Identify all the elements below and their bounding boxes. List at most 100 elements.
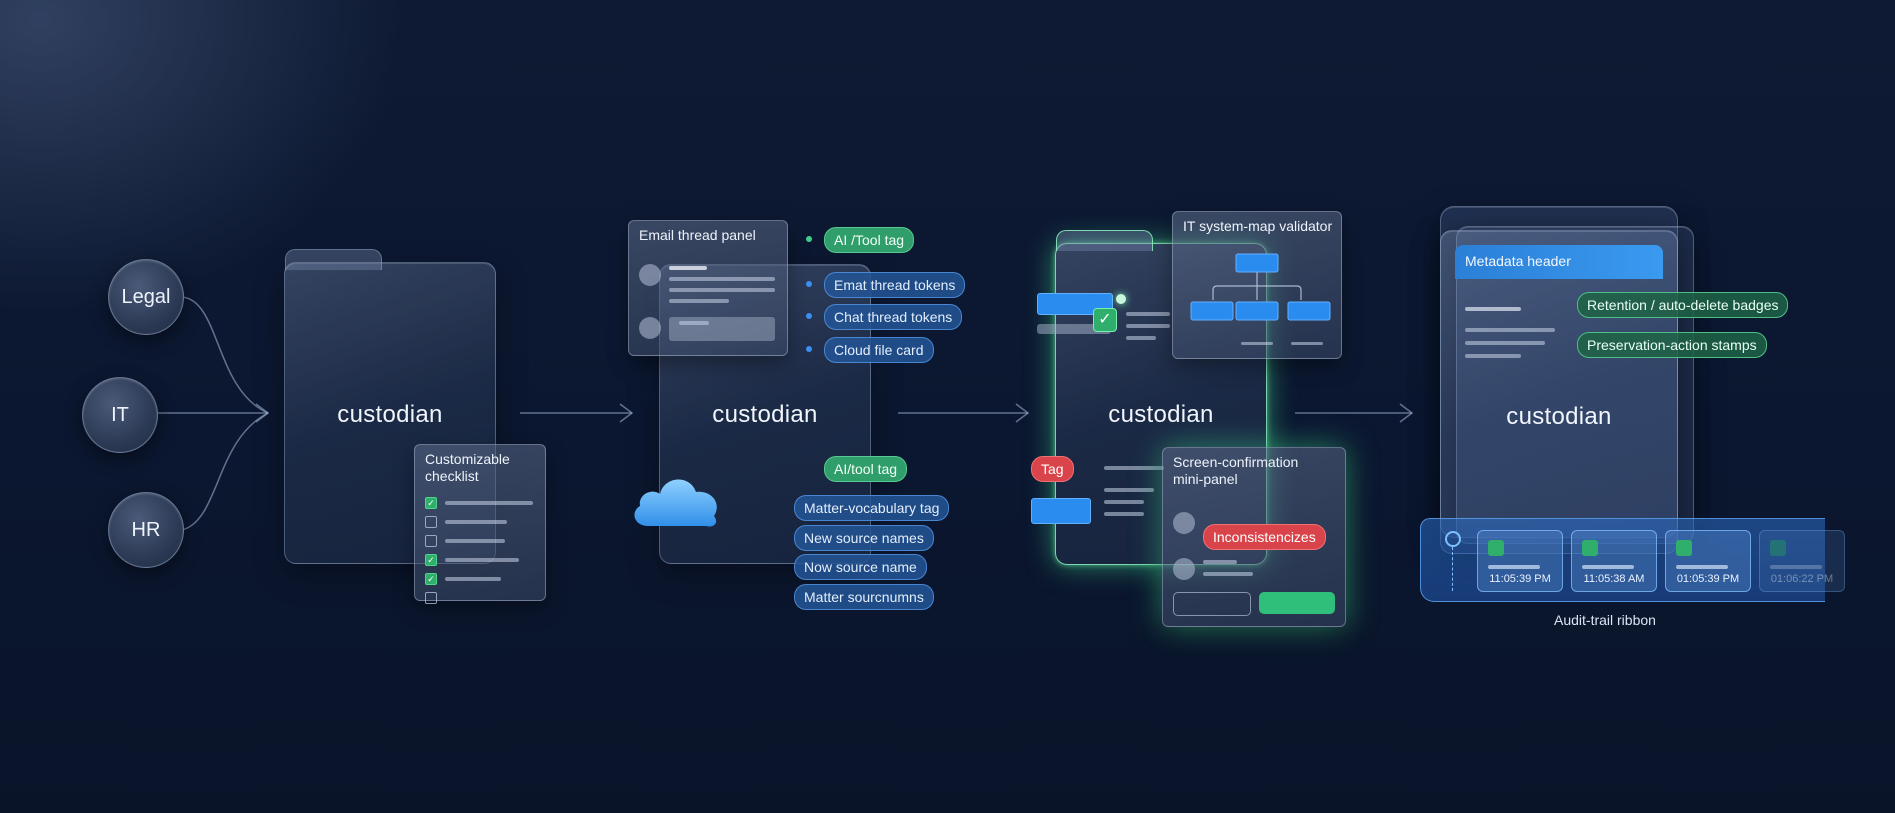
text-line (1104, 488, 1154, 492)
checklist-item-line (445, 501, 533, 505)
text-line (669, 288, 775, 292)
source-node-it[interactable]: IT (82, 377, 158, 453)
avatar (1173, 512, 1195, 534)
folder-tab (285, 249, 382, 270)
timestamp-card[interactable]: 11:05:38 AM (1571, 530, 1657, 592)
source-label: Legal (121, 285, 171, 308)
status-block (1031, 498, 1091, 524)
checkbox-unchecked[interactable] (425, 516, 437, 528)
checklist-title: Customizable checklist (425, 451, 510, 485)
email-panel-title: Email thread panel (639, 227, 756, 243)
tag-pill[interactable]: AI /Tool tag (824, 227, 915, 253)
confirm-title-line2: mini-panel (1173, 471, 1238, 487)
avatar (639, 317, 661, 339)
timeline-line (1452, 547, 1453, 591)
audit-trail-ribbon[interactable]: 11:05:39 PM 11:05:38 AM 01:05:39 PM 01:06:2… (1420, 518, 1845, 602)
flow-node-icon (1190, 253, 1331, 345)
folder-stack-middle (1456, 226, 1694, 544)
bullet-icon (806, 281, 812, 287)
tag-pill[interactable]: Chat thread tokens (824, 304, 963, 330)
source-node-hr[interactable]: HR (108, 492, 184, 568)
cancel-button[interactable] (1173, 592, 1251, 616)
timestamp-text: 01:06:22 PM (1770, 573, 1834, 585)
source-node-legal[interactable]: Legal (108, 259, 184, 335)
status-square (1488, 540, 1504, 556)
screen-confirmation-mini-panel[interactable]: Screen-confirmation mini-panel Inconsist… (1162, 447, 1346, 627)
confirm-title-line1: Screen-confirmation (1173, 454, 1299, 470)
custodian-folder-stage-4[interactable]: Metadata header custodian (1440, 230, 1678, 554)
text-line (1104, 466, 1164, 470)
inconsistency-badge[interactable]: Inconsistencizes (1203, 524, 1326, 550)
text-line (1770, 565, 1822, 569)
checkbox-unchecked[interactable] (425, 592, 437, 604)
text-line (1104, 512, 1144, 516)
tag-pill[interactable]: Emat thread tokens (824, 272, 966, 298)
status-square (1582, 540, 1598, 556)
folder-label: custodian (712, 401, 818, 428)
folder-tab (1056, 230, 1153, 251)
text-line (1203, 572, 1253, 576)
metadata-header-title: Metadata header (1465, 253, 1571, 269)
checklist-item-line (445, 577, 501, 581)
ribbon-caption: Audit-trail ribbon (1554, 612, 1656, 628)
metadata-badge[interactable]: Retention / auto-delete badges (1577, 292, 1789, 318)
status-square (1676, 540, 1692, 556)
timestamp-card[interactable]: 01:05:39 PM (1665, 530, 1751, 592)
metadata-badge[interactable]: Preservation-action stamps (1577, 332, 1767, 358)
checkbox-checked[interactable]: ✓ (425, 573, 437, 585)
text-line (1126, 312, 1170, 316)
tag-pill[interactable]: Matter sourcnumns (794, 584, 934, 610)
text-line (669, 299, 729, 303)
text-line (1126, 324, 1170, 328)
checkmark-icon: ✓ (1093, 308, 1117, 332)
source-label: IT (111, 403, 129, 426)
checkbox-checked[interactable]: ✓ (425, 497, 437, 509)
tag-pill[interactable]: New source names (794, 525, 934, 551)
tag-pill[interactable]: Cloud file card (824, 337, 934, 363)
tag-badge[interactable]: Tag (1031, 456, 1074, 482)
text-line (669, 266, 707, 270)
sparkle-icon (1116, 294, 1126, 304)
tag-pill[interactable]: Now source name (794, 554, 927, 580)
email-thread-panel[interactable]: Email thread panel (628, 220, 788, 356)
cloud-icon (634, 479, 717, 527)
bullet-icon (806, 236, 812, 242)
text-line (1203, 560, 1237, 564)
folder-label: custodian (1506, 403, 1612, 430)
text-line (1465, 307, 1521, 311)
avatar (1173, 558, 1195, 580)
tag-pill[interactable]: Matter-vocabulary tag (794, 495, 950, 521)
checklist-item-line (445, 558, 519, 562)
status-square (1770, 540, 1786, 556)
text-line (1465, 341, 1545, 345)
timestamp-card[interactable]: 01:06:22 PM (1759, 530, 1845, 592)
checklist-title-line1: Customizable (425, 451, 510, 467)
text-line (1488, 565, 1540, 569)
text-line (1126, 336, 1156, 340)
tag-pill[interactable]: AI/tool tag (824, 456, 908, 482)
validator-title: IT system-map validator (1183, 218, 1333, 234)
customizable-checklist-panel[interactable]: Customizable checklist ✓ ✓ ✓ (414, 444, 546, 604)
folder-label: custodian (337, 401, 443, 428)
metadata-header-bar (1455, 245, 1663, 279)
bullet-icon (806, 346, 812, 352)
text-line (1676, 565, 1728, 569)
checklist-title-line2: checklist (425, 468, 479, 484)
timestamp-text: 01:05:39 PM (1676, 573, 1740, 585)
folder-label: custodian (1108, 401, 1214, 428)
timestamp-card[interactable]: 11:05:39 PM (1477, 530, 1563, 592)
status-block (1037, 324, 1111, 334)
checklist-item-line (445, 539, 505, 543)
avatar (639, 264, 661, 286)
text-line (1465, 354, 1521, 358)
text-line (1582, 565, 1634, 569)
it-system-map-validator[interactable]: IT system-map validator (1172, 211, 1342, 359)
timestamp-text: 11:05:39 PM (1489, 573, 1551, 585)
checkbox-checked[interactable]: ✓ (425, 554, 437, 566)
checkbox-unchecked[interactable] (425, 535, 437, 547)
confirm-button[interactable] (1259, 592, 1335, 614)
source-label: HR (131, 518, 161, 541)
checklist-item-line (445, 520, 507, 524)
text-line (679, 321, 709, 325)
text-line (669, 277, 775, 281)
